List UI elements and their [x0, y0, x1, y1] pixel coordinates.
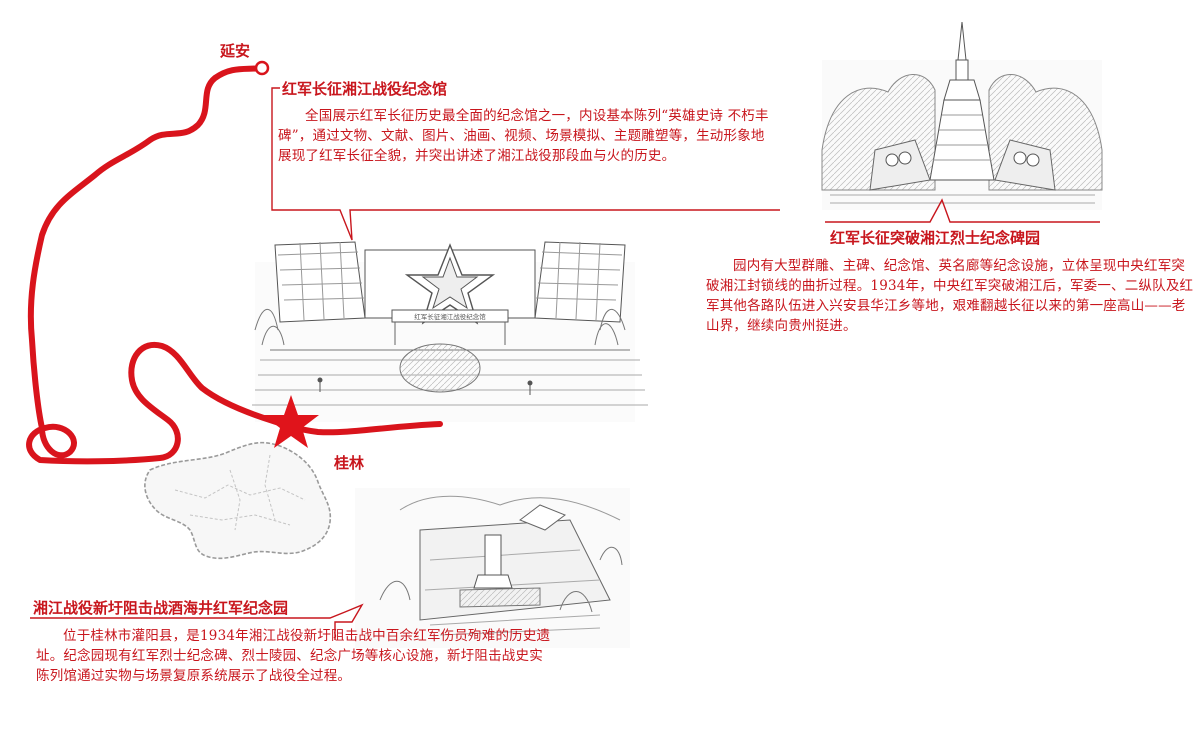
hall-leader-line [271, 87, 780, 241]
monument-park-sketch [821, 21, 1103, 210]
monument-leader-line [825, 198, 1100, 223]
memorial-hall-sketch: 红军长征湘江战役纪念馆 [252, 241, 648, 422]
jiuhaijing-title: 湘江战役新圩阻击战酒海井红军纪念园 [33, 599, 289, 617]
hall-title: 红军长征湘江战役纪念馆 [282, 80, 448, 98]
monument-title: 红军长征突破湘江烈士纪念碑园 [830, 229, 1041, 247]
guangxi-province-outline [144, 441, 332, 560]
hall-sign-text: 红军长征湘江战役纪念馆 [414, 312, 486, 321]
circle-marker-icon [254, 60, 270, 76]
long-march-route-line [26, 65, 443, 465]
jiuhaijing-park-sketch [355, 488, 630, 648]
hall-description: 全国展示红军长征历史最全面的纪念馆之一，内设基本陈列“英雄史诗 不朽丰碑”，通过… [278, 108, 769, 164]
monument-description: 园内有大型群雕、主碑、纪念馆、英名廊等纪念设施，立体呈现中央红军突破湘江封锁线的… [706, 258, 1194, 334]
jiuhaijing-description: 位于桂林市灌阳县，是1934年湘江战役新圩阻击战中百余红军伤员殉难的历史遗址。纪… [36, 628, 551, 684]
city-label-guilin: 桂林 [334, 454, 365, 472]
star-marker-icon [263, 395, 319, 448]
jiuhaijing-leader-line [30, 603, 364, 640]
city-label-yanan: 延安 [220, 42, 251, 60]
